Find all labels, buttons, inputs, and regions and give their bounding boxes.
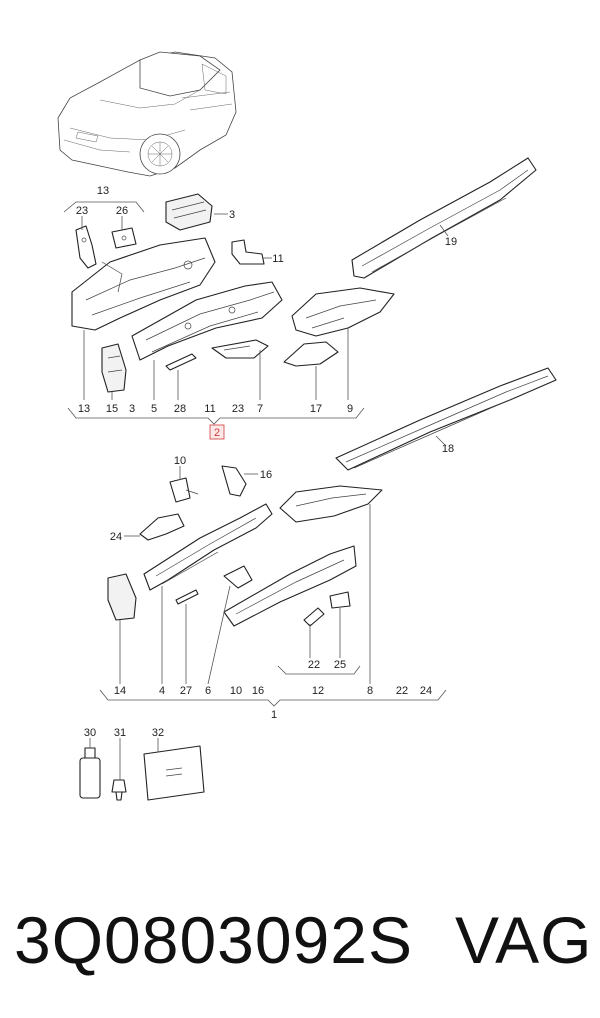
part-18-sill <box>335 367 557 471</box>
callout-10-top: 10 <box>174 455 186 467</box>
part-16-bracket <box>221 465 247 497</box>
part-22-bracket <box>303 607 325 627</box>
part-14-bracket <box>107 573 137 621</box>
callout-mid-row-3: 6 <box>205 685 211 697</box>
callout-mid-row-0: 14 <box>114 685 126 697</box>
callout-mid-row-1: 4 <box>159 685 165 697</box>
part-28-strip <box>165 353 197 371</box>
part-5-member <box>131 281 283 361</box>
part-27-strip <box>175 589 199 605</box>
part-4-longitudinal <box>143 503 273 591</box>
callout-top-row-2: 3 <box>129 403 135 415</box>
group-2-box <box>209 424 225 440</box>
part-11-bracket <box>231 239 265 265</box>
callout-22: 22 <box>308 659 320 671</box>
part-13-front-longitudinal <box>71 237 216 331</box>
callout-25: 25 <box>334 659 346 671</box>
callout-mid-row-5: 16 <box>252 685 264 697</box>
callout-top-row-8: 17 <box>310 403 322 415</box>
part-24-bracket <box>139 513 185 541</box>
callout-top-row-1: 15 <box>106 403 118 415</box>
part-19-sill <box>351 157 537 279</box>
callout-30: 30 <box>84 727 96 739</box>
part-15-bracket <box>101 343 127 393</box>
part-32-sheet <box>143 745 205 801</box>
part-number-brand: VAG <box>455 903 593 977</box>
callout-26: 26 <box>116 205 128 217</box>
part-31-clip <box>111 779 127 801</box>
part-12-member <box>223 545 357 627</box>
callout-top-row-5: 11 <box>204 403 215 415</box>
part-26-plate <box>111 227 137 249</box>
part-17-reinforcement <box>283 341 339 367</box>
part-3-mount <box>165 193 213 231</box>
callout-group-1: 1 <box>271 709 277 721</box>
callout-19: 19 <box>445 236 457 248</box>
callout-31: 31 <box>114 727 126 739</box>
part-23-bracket-top <box>75 225 97 269</box>
callout-18: 18 <box>442 443 454 455</box>
callout-mid-row-2: 27 <box>180 685 192 697</box>
callout-12: 12 <box>312 685 324 697</box>
part-number-bar: 3Q0803092S VAG <box>0 880 600 1000</box>
callout-group-2: 2 <box>214 427 220 439</box>
callout-13-top: 13 <box>97 185 109 197</box>
callout-24-left: 24 <box>110 531 122 543</box>
part-6-plate <box>223 565 253 589</box>
callout-3-top: 3 <box>229 209 235 221</box>
group-brackets <box>63 201 447 707</box>
callout-top-row-7: 7 <box>257 403 263 415</box>
callout-top-row-0: 13 <box>78 403 90 415</box>
part-10-bracket <box>169 477 199 503</box>
part-number-code: 3Q0803092S <box>14 903 414 977</box>
part-7-plate <box>211 339 269 359</box>
part-8-wheelhouse <box>279 485 383 523</box>
leader-lines <box>81 213 449 780</box>
part-9-wheelhouse <box>291 287 395 337</box>
part-30-bottle <box>79 747 101 799</box>
car-illustration <box>57 51 237 177</box>
callout-top-row-4: 28 <box>174 403 186 415</box>
callout-mid-row-6: 8 <box>367 685 373 697</box>
callout-16-top: 16 <box>260 469 272 481</box>
callout-mid-row-8: 24 <box>420 685 432 697</box>
callout-mid-row-7: 22 <box>396 685 408 697</box>
callout-23-top: 23 <box>76 205 88 217</box>
exploded-parts-diagram: 13 23 26 3 11 19 13 15 3 5 28 11 23 7 17… <box>57 51 557 801</box>
callout-top-row-3: 5 <box>151 403 157 415</box>
callout-32: 32 <box>152 727 164 739</box>
callout-mid-row-4: 10 <box>230 685 242 697</box>
part-25-bracket <box>329 591 351 609</box>
callout-11-top: 11 <box>272 253 283 265</box>
callout-top-row-6: 23 <box>232 403 244 415</box>
callout-top-row-9: 9 <box>347 403 353 415</box>
